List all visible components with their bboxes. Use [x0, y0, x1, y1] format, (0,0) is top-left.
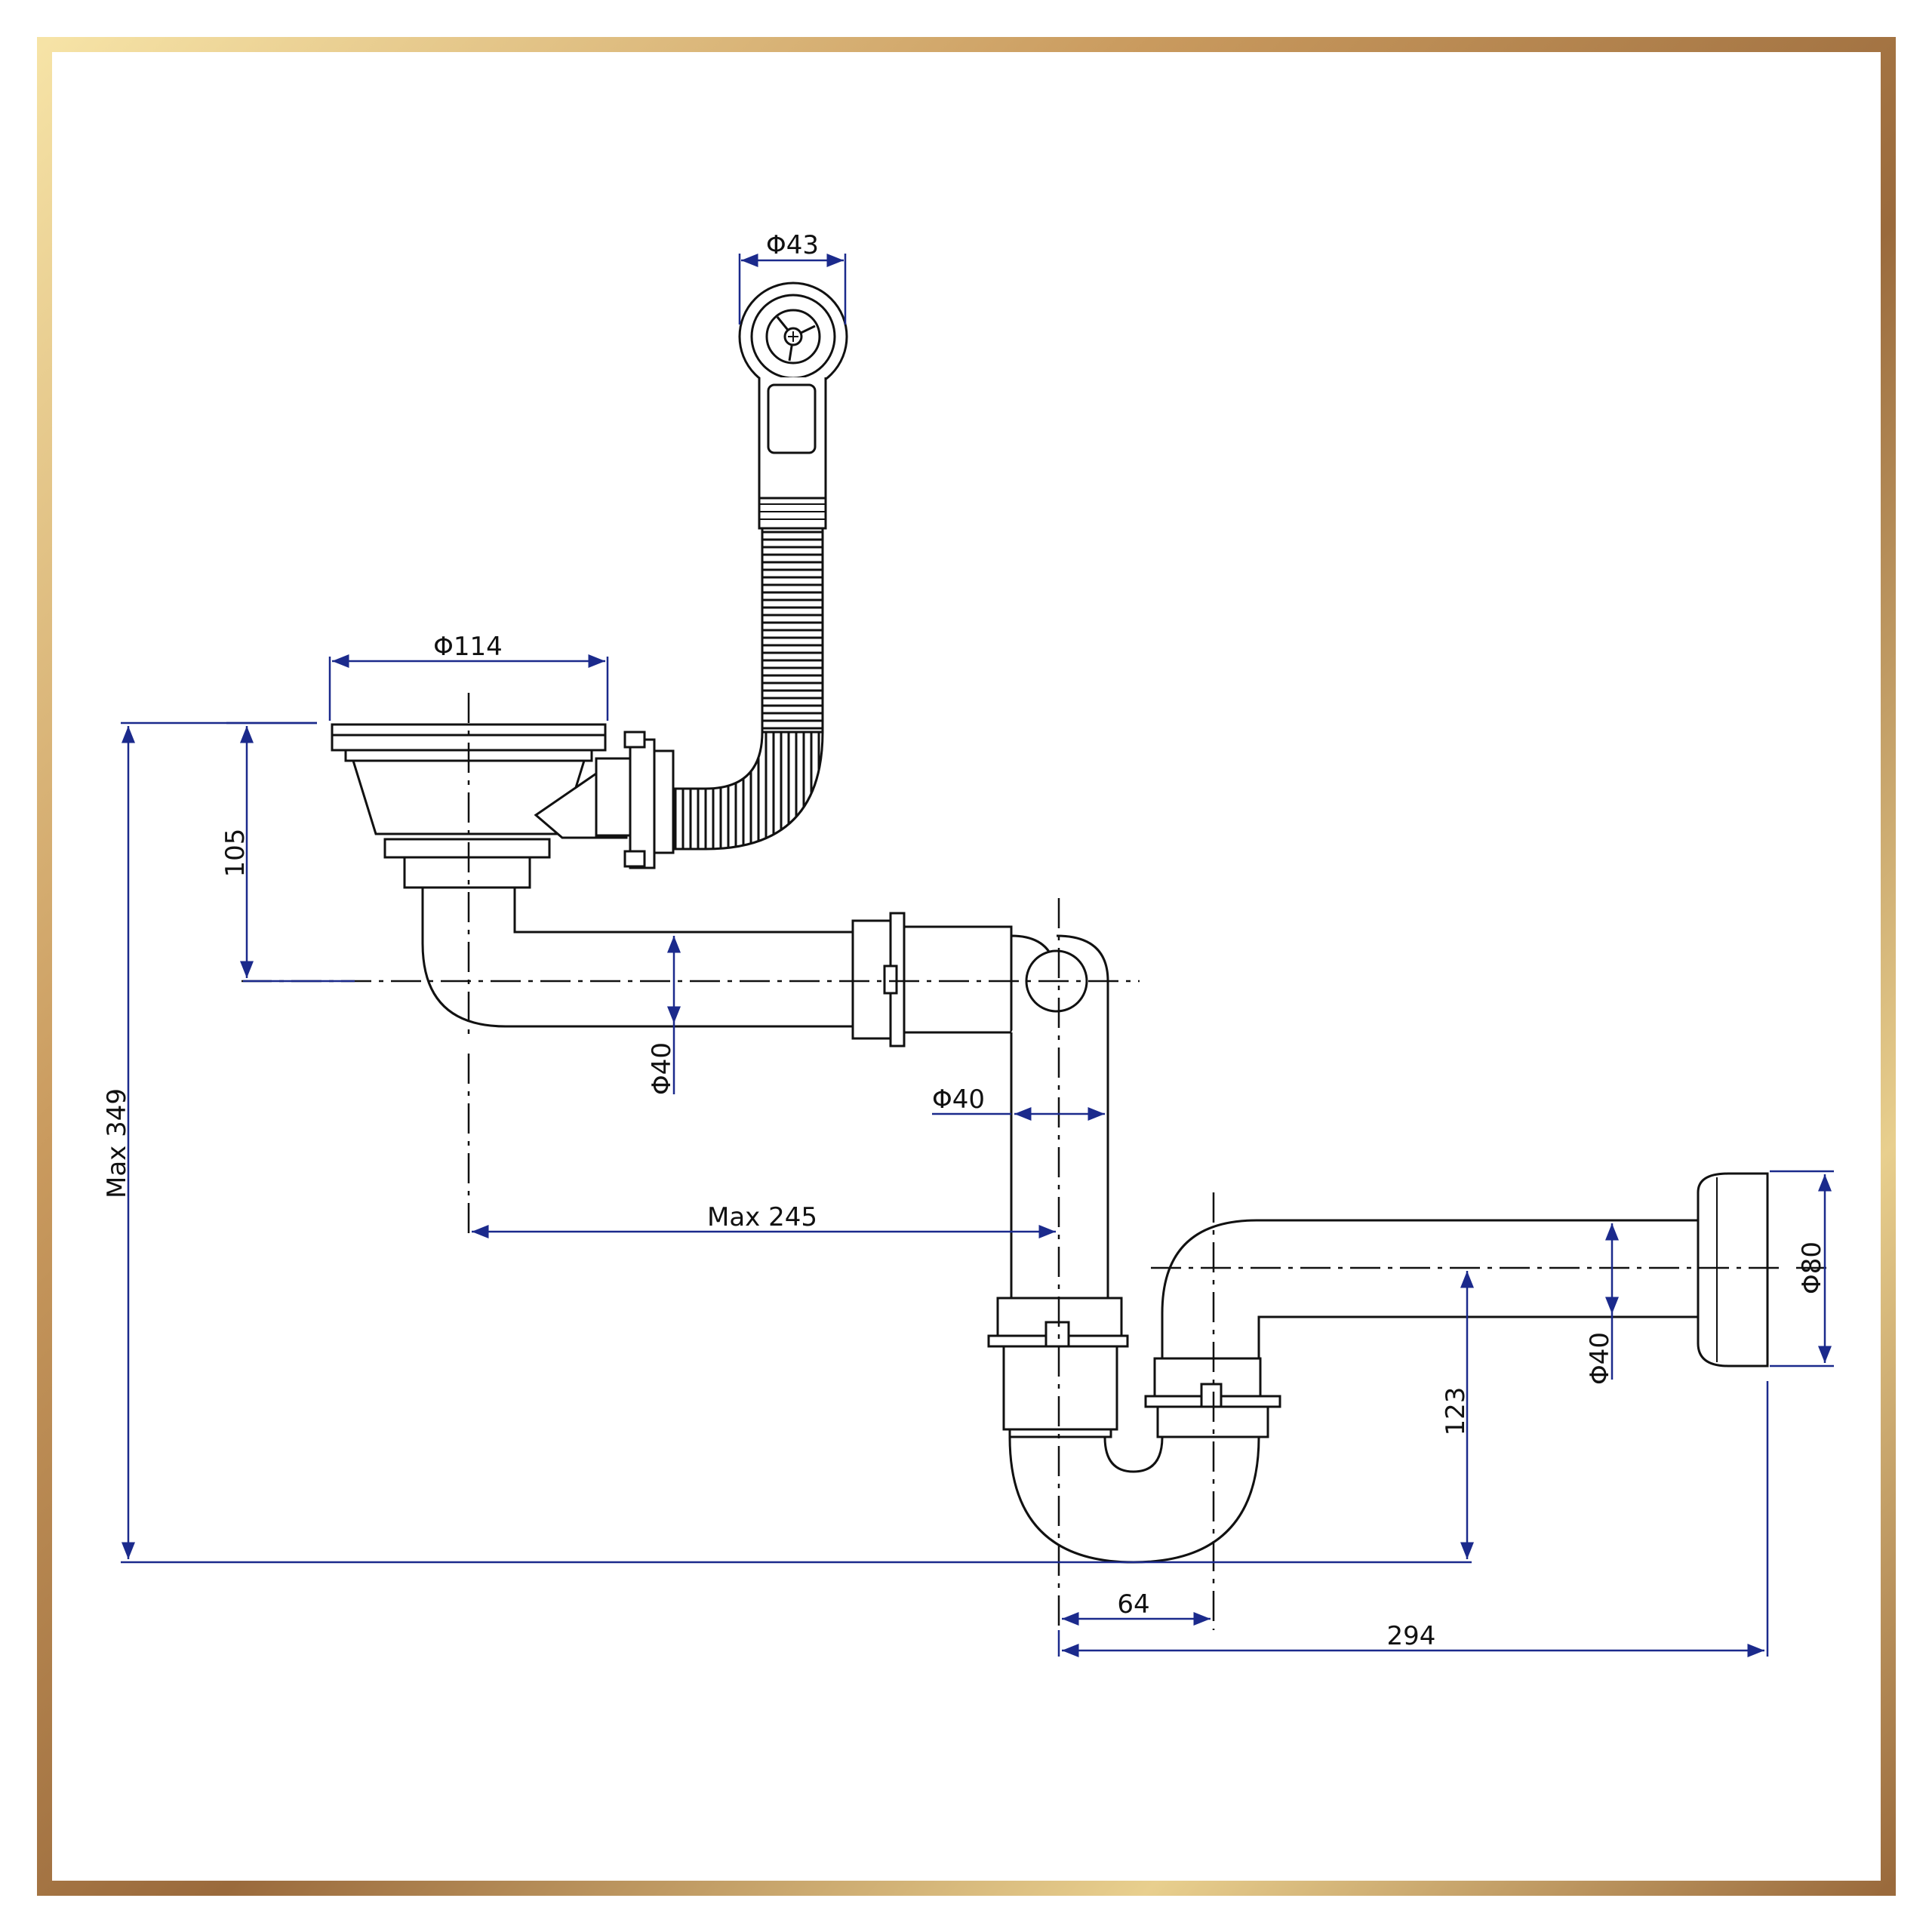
overflow-cap — [738, 281, 848, 392]
dim-total-height: Max 349 — [102, 721, 1472, 1564]
dim-outlet-diameter: Φ80 — [1770, 1170, 1834, 1367]
dim-strainer-height: 105 — [220, 721, 355, 983]
center-lines — [242, 693, 1826, 1630]
overflow-stem — [758, 377, 827, 530]
dim-pipe-diameter-vertical-label: Φ40 — [932, 1084, 985, 1115]
outlet-pipe — [1161, 1172, 1769, 1367]
dim-outlet-height-label: 123 — [1441, 1387, 1471, 1436]
corrugated-overflow-hose — [670, 527, 824, 851]
dim-overflow-diameter: Φ43 — [738, 230, 847, 325]
dim-outlet-pipe-diameter: Φ40 — [1585, 1223, 1619, 1385]
dim-strainer-diameter: Φ114 — [328, 632, 609, 721]
dim-pipe-diameter-horizontal: Φ40 — [647, 936, 681, 1095]
elbow-and-horizontal-pipe — [421, 886, 1013, 1048]
gold-frame — [37, 37, 1896, 1896]
dim-trap-offset-label: 64 — [1117, 1589, 1149, 1620]
dim-outlet-diameter-label: Φ80 — [1797, 1241, 1827, 1294]
strainer-basket — [331, 723, 632, 889]
dim-trap-to-wall-label: 294 — [1387, 1621, 1436, 1651]
dim-pipe-diameter-vertical: Φ40 — [932, 1084, 1105, 1121]
dim-outlet-height: 123 — [1441, 1271, 1474, 1559]
overflow-connector — [623, 731, 675, 869]
dim-pipe-diameter-horizontal-label: Φ40 — [647, 1042, 677, 1095]
dim-outlet-pipe-diameter-label: Φ40 — [1585, 1332, 1615, 1385]
dim-strainer-diameter-label: Φ114 — [433, 632, 503, 662]
dim-reach-label: Max 245 — [707, 1202, 817, 1232]
dim-strainer-height-label: 105 — [220, 829, 251, 878]
dim-total-height-label: Max 349 — [102, 1088, 132, 1198]
dim-reach: Max 245 — [472, 1202, 1056, 1238]
dim-overflow-diameter-label: Φ43 — [766, 230, 819, 260]
dim-trap-offset: 64 — [1062, 1589, 1211, 1626]
dim-trap-to-wall: 294 — [1057, 1381, 1769, 1657]
